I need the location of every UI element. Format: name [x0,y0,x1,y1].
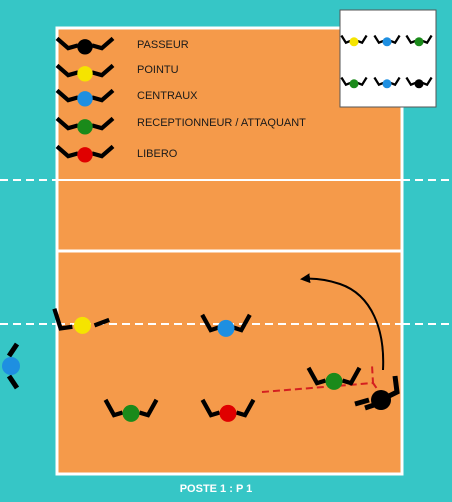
mini-player-receptionneur [405,34,433,47]
player-central-front [200,313,252,337]
legend-item-pointu: POINTU [55,63,179,82]
mini-player-central-2 [373,76,401,89]
legend-label: LIBERO [137,148,178,160]
legend-label: RECEPTIONNEUR / ATTAQUANT [137,117,306,129]
legend-item-libero: LIBERO [55,144,178,163]
player-passeur [354,375,400,411]
player-icon-green [55,116,115,135]
player-icon-red [55,144,115,163]
legend-label: PASSEUR [137,39,189,51]
mini-player-passeur [405,76,433,89]
player-central-outside [2,342,20,390]
mini-player-receptionneur-2 [340,76,368,89]
player-icon-yellow [55,63,115,82]
legend-label: POINTU [137,64,179,76]
legend-item-centraux: CENTRAUX [55,88,198,107]
player-receptionneur-left [103,398,159,422]
player-icon-black [55,36,115,55]
player-receptionneur-right [306,366,362,390]
player-icon-blue [55,88,115,107]
legend-label: CENTRAUX [137,90,198,102]
setter-movement-arrow [300,273,385,371]
mini-rotation-box [339,9,437,108]
rotation-caption: POSTE 1 : P 1 [180,483,253,495]
legend-item-receptionneur: RECEPTIONNEUR / ATTAQUANT [55,116,306,135]
mini-player-central [373,34,401,47]
legend: PASSEUR POINTU CENTRAUX RECEP [55,36,306,163]
player-pointu [52,308,110,334]
legend-item-passeur: PASSEUR [55,36,189,55]
mini-player-pointu [340,34,368,47]
player-libero [200,398,256,422]
mini-rotation-players [340,34,433,89]
